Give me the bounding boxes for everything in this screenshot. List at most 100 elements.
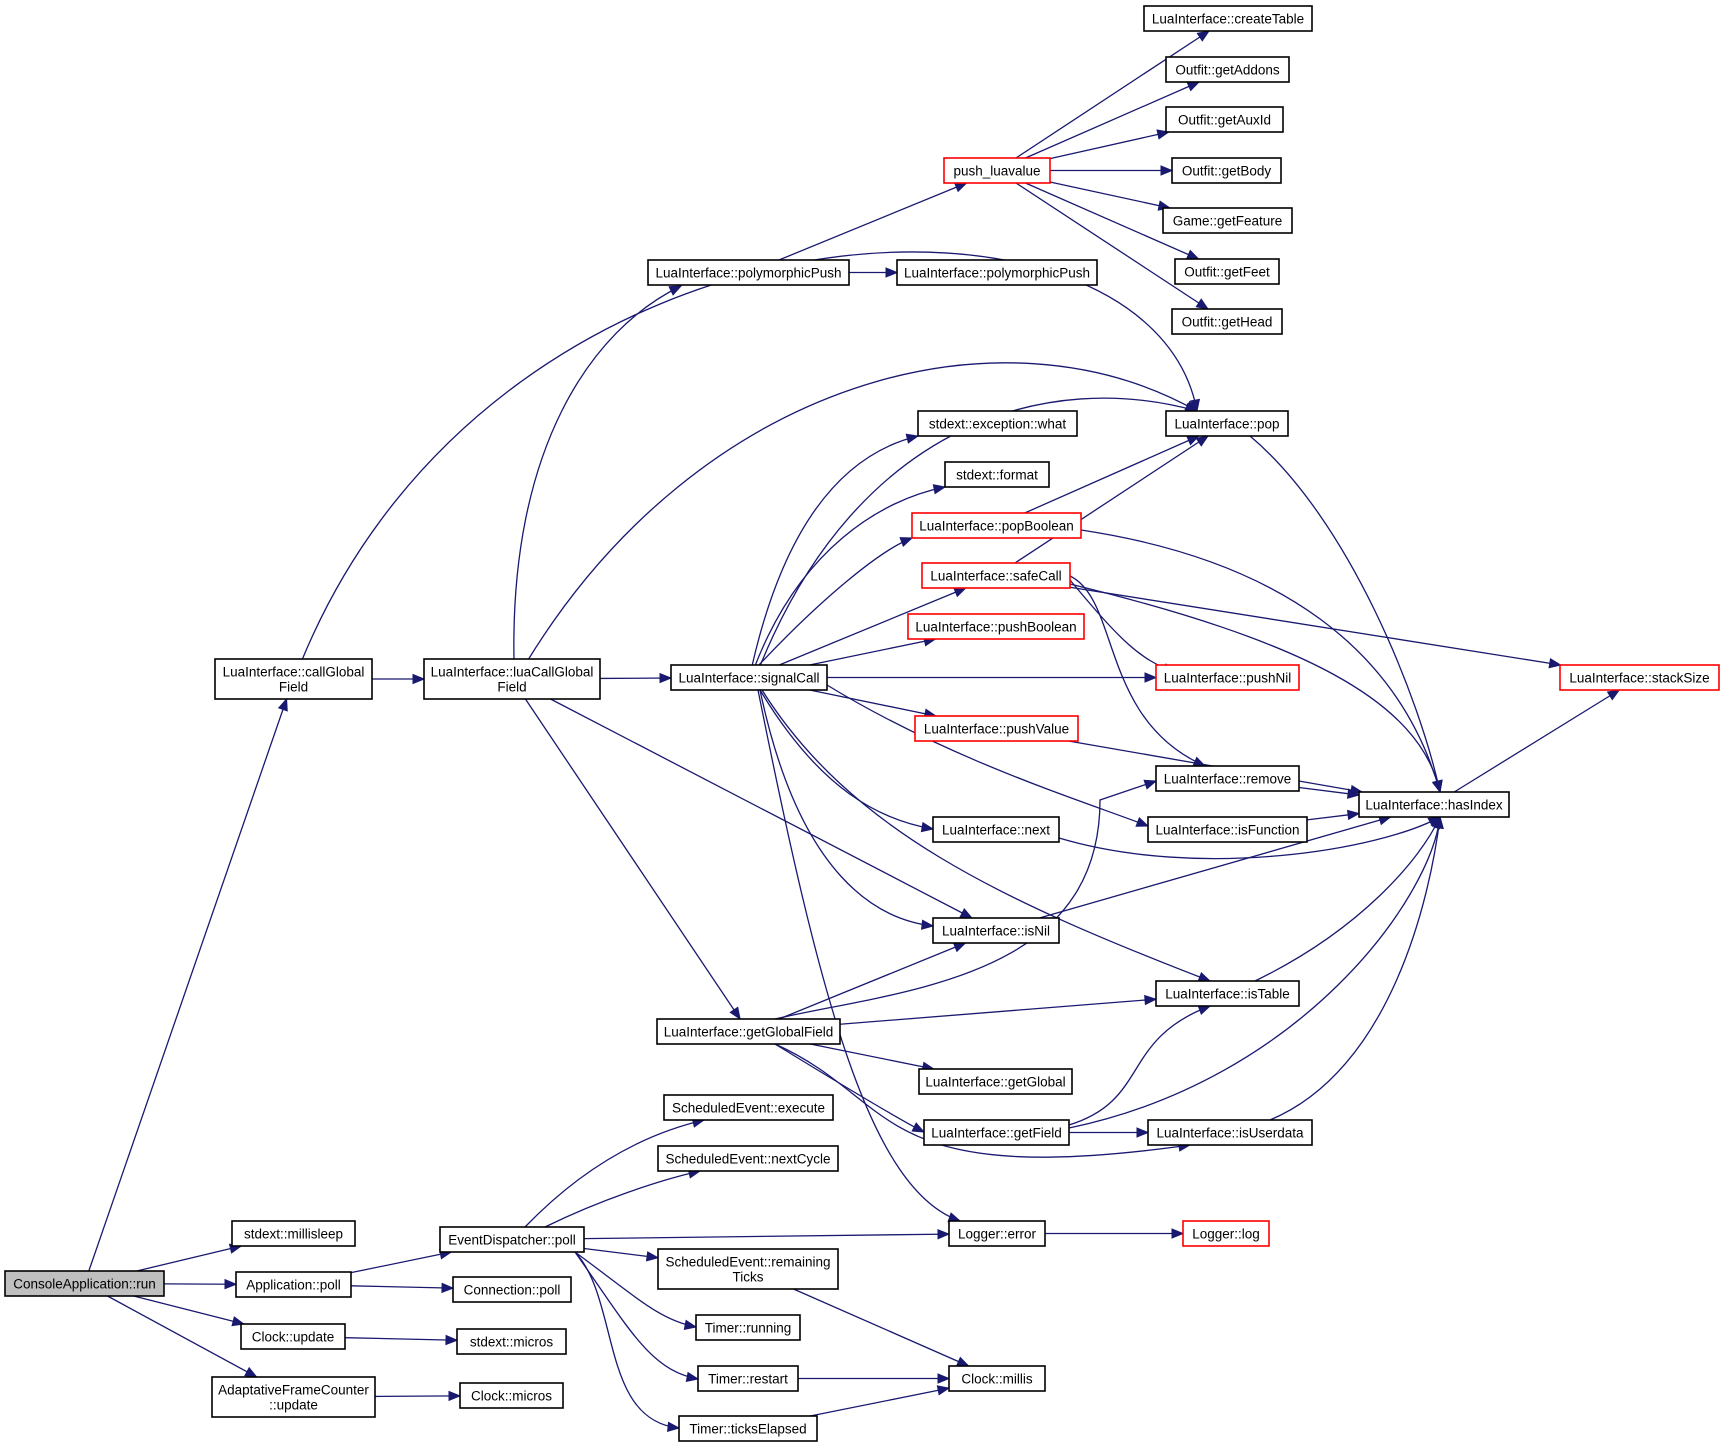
node-box [656,1018,841,1045]
node-seExecute[interactable]: ScheduledEvent::execute [663,1094,834,1121]
node-box [944,461,1050,488]
call-edge-loggerError-to-loggerLog [1045,1228,1185,1239]
edge-line [1015,30,1210,159]
node-afcUpdate[interactable]: AdaptativeFrameCounter::update [211,1376,376,1418]
call-edge-push_luavalue-to-getAddons [1025,81,1201,159]
node-timerRunning[interactable]: Timer::running [695,1314,801,1341]
node-polymorphicPush1[interactable]: LuaInterface::polymorphicPush [647,259,850,286]
call-edge-signalCall-to-pushNil [827,672,1158,683]
edge-line [751,435,919,667]
edge-line [1254,816,1441,982]
node-remove[interactable]: LuaInterface::remove [1155,765,1300,792]
node-label: LuaInterface::isFunction [1155,823,1299,838]
edge-arrowhead [1160,165,1174,176]
node-createTable[interactable]: LuaInterface::createTable [1143,5,1313,32]
node-root[interactable]: ConsoleApplication::run [4,1270,165,1297]
edge-arrowhead [729,1006,741,1021]
call-edge-luaCallGlobalField-to-pop [527,362,1199,661]
edge-line [1069,583,1441,793]
edge-arrowhead [1433,815,1444,830]
node-isUserdata[interactable]: LuaInterface::isUserdata [1147,1119,1313,1146]
node-next[interactable]: LuaInterface::next [932,816,1060,843]
edge-arrowhead [920,919,935,930]
node-clockUpdate[interactable]: Clock::update [240,1323,346,1350]
edge-line [550,698,973,919]
node-label: Clock::update [252,1330,335,1345]
node-loggerError[interactable]: Logger::error [948,1220,1046,1247]
node-isFunction[interactable]: LuaInterface::isFunction [1147,816,1308,843]
node-stdextMicros[interactable]: stdext::micros [456,1328,567,1355]
call-edge-signalCall-to-exceptionWhat [751,433,920,667]
node-popBoolean[interactable]: LuaInterface::popBoolean [911,512,1082,539]
node-label: Logger::error [958,1227,1037,1242]
node-box [1171,157,1282,184]
node-safeCall[interactable]: LuaInterface::safeCall [921,562,1071,589]
node-getAddons[interactable]: Outfit::getAddons [1165,56,1290,83]
edge-line [583,1233,950,1240]
node-getHead[interactable]: Outfit::getHead [1171,308,1283,335]
node-label: stdext::format [956,468,1038,483]
node-appPoll[interactable]: Application::poll [235,1271,352,1298]
node-label: Logger::log [1192,1227,1260,1242]
edge-line [1069,586,1561,666]
node-isTable[interactable]: LuaInterface::isTable [1155,980,1300,1007]
node-pop[interactable]: LuaInterface::pop [1165,410,1289,437]
node-getFeature[interactable]: Game::getFeature [1162,207,1293,234]
node-getAuxId[interactable]: Outfit::getAuxId [1165,106,1284,133]
node-getFeet[interactable]: Outfit::getFeet [1174,258,1280,285]
node-getGlobal[interactable]: LuaInterface::getGlobal [918,1068,1073,1095]
node-clockMicros[interactable]: Clock::micros [459,1382,564,1409]
node-pushBoolean[interactable]: LuaInterface::pushBoolean [907,613,1085,640]
node-ticksElapsed[interactable]: Timer::ticksElapsed [678,1415,818,1442]
node-format[interactable]: stdext::format [944,461,1050,488]
call-edge-getGlobalField-to-isNil [778,942,967,1020]
node-clockMillis[interactable]: Clock::millis [948,1365,1046,1392]
node-connPoll[interactable]: Connection::poll [452,1276,572,1303]
edge-line [779,587,966,666]
node-box [657,1145,839,1172]
node-label: ::update [269,1398,318,1413]
node-label: LuaInterface::pushValue [924,722,1069,737]
node-label: stdext::micros [470,1335,554,1350]
node-timerRestart[interactable]: Timer::restart [697,1365,799,1392]
node-polymorphicPush2[interactable]: LuaInterface::polymorphicPush [896,259,1098,286]
node-edPoll[interactable]: EventDispatcher::poll [439,1226,585,1253]
edge-line [133,1295,244,1325]
node-label: AdaptativeFrameCounter [218,1383,369,1398]
node-seNextCycle[interactable]: ScheduledEvent::nextCycle [657,1145,839,1172]
node-getGlobalField[interactable]: LuaInterface::getGlobalField [656,1018,841,1045]
edge-arrowhead [885,267,899,278]
edge-arrowhead [955,1356,970,1367]
node-signalCall[interactable]: LuaInterface::signalCall [670,664,828,691]
node-pushNil[interactable]: LuaInterface::pushNil [1155,664,1300,691]
node-pushValue[interactable]: LuaInterface::pushValue [914,715,1079,742]
node-loggerLog[interactable]: Logger::log [1182,1220,1270,1247]
node-box [1182,1220,1270,1247]
edge-line [524,1119,705,1228]
edge-arrowhead [1143,779,1158,790]
call-edge-push_luavalue-to-createTable [1015,30,1211,159]
edge-line [1024,435,1200,514]
call-edge-isFunction-to-hasIndex [1306,809,1361,821]
call-edge-push_luavalue-to-getAuxId [1049,129,1171,160]
node-getField[interactable]: LuaInterface::getField [923,1119,1070,1146]
call-edge-edPoll-to-timerRestart [574,1251,700,1383]
node-push_luavalue[interactable]: push_luavalue [943,157,1051,184]
node-isNil[interactable]: LuaInterface::isNil [932,917,1060,944]
node-stackSize[interactable]: LuaInterface::stackSize [1559,664,1720,691]
node-box [452,1276,572,1303]
edge-line [1069,575,1206,767]
node-hasIndex[interactable]: LuaInterface::hasIndex [1358,791,1510,818]
node-exceptionWhat[interactable]: stdext::exception::what [917,410,1078,437]
node-box [943,157,1051,184]
call-edge-safeCall-to-stackSize [1069,586,1562,669]
node-millisleep[interactable]: stdext::millisleep [231,1220,356,1247]
node-getBody[interactable]: Outfit::getBody [1171,157,1282,184]
call-edge-edPoll-to-timerRunning [574,1251,698,1330]
edge-line [1068,816,1441,1129]
node-label: ConsoleApplication::run [13,1277,156,1292]
call-edge-polymorphicPush1-to-polymorphicPush2 [849,267,899,278]
